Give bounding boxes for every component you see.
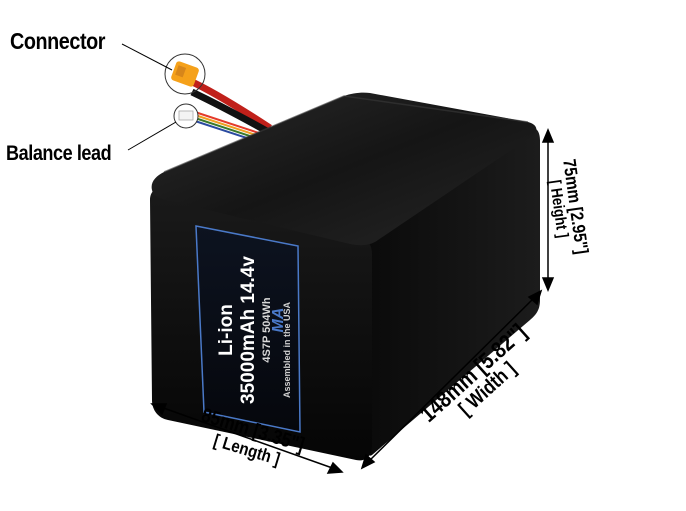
connector-callout-line — [121, 43, 173, 71]
connector-callout: Connector — [10, 28, 106, 54]
label-capacity: 35000mAh 14.4v — [238, 256, 259, 404]
lead-wires — [186, 76, 274, 146]
balance-callout-line — [127, 121, 177, 151]
brand-logo-icon: MA — [270, 308, 287, 333]
xt-connector — [164, 53, 206, 95]
battery-label: Li-ion 35000mAh 14.4v 4S7P 504Wh Assembl… — [195, 225, 301, 433]
balance-lead-callout: Balance lead — [6, 142, 112, 165]
label-origin: Assembled in the USA — [282, 301, 292, 398]
balance-plug — [173, 103, 199, 129]
label-config: 4S7P 504Wh — [261, 297, 273, 363]
label-chemistry: Li-ion — [216, 304, 237, 356]
dimension-arrows — [150, 128, 555, 474]
